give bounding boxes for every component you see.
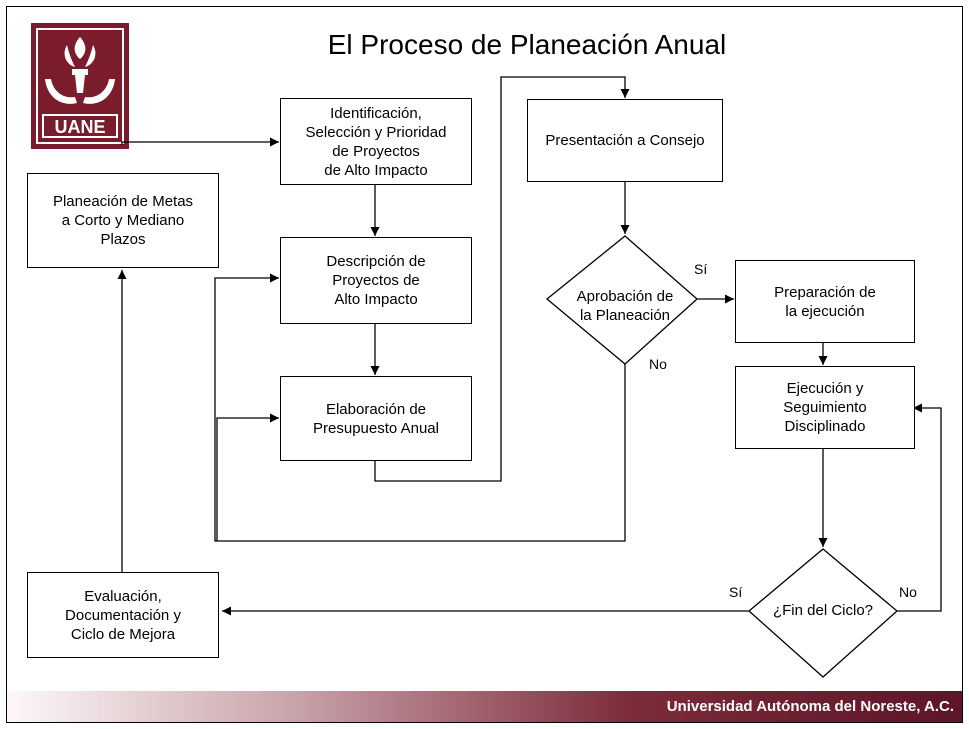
uane-logo: UANE — [31, 23, 129, 149]
slide: UANE El Proceso de Planeación Anual — [6, 6, 963, 723]
box-planeacion-metas: Planeación de Metas a Corto y Mediano Pl… — [27, 173, 219, 268]
box-identificacion: Identificación, Selección y Prioridad de… — [280, 98, 472, 185]
page-title: El Proceso de Planeación Anual — [327, 29, 727, 60]
box-presentacion: Presentación a Consejo — [527, 99, 723, 182]
box-preparacion: Preparación de la ejecución — [735, 260, 915, 343]
label-si-fin: Sí — [729, 584, 743, 600]
box-ejecucion: Ejecución y Seguimiento Disciplinado — [735, 366, 915, 449]
arrow-metas-to-identificacion — [121, 137, 279, 147]
box-evaluacion: Evaluación, Documentación y Ciclo de Mej… — [27, 572, 219, 658]
flow-connectors — [117, 76, 942, 678]
arrow-fin-no — [897, 403, 942, 612]
diamond-aprobacion-label: Aprobación de la Planeación — [576, 288, 674, 324]
diamond-aprobacion — [545, 235, 698, 365]
arrow-elaboracion-to-presentacion — [374, 76, 630, 482]
footer-text: Universidad Autónoma del Noreste, A.C. — [666, 698, 954, 715]
label-no-aprobacion: No — [649, 356, 667, 372]
arrow-loop-to-elaboracion — [216, 413, 279, 541]
box-descripcion: Descripción de Proyectos de Alto Impacto — [280, 237, 472, 324]
box-elaboracion: Elaboración de Presupuesto Anual — [280, 376, 472, 461]
uane-emblem-icon: UANE — [36, 28, 124, 144]
diamond-fin-ciclo — [748, 548, 898, 678]
label-si-aprobacion: Sí — [694, 261, 708, 277]
label-no-fin: No — [899, 584, 917, 600]
footer-bar: Universidad Autónoma del Noreste, A.C. — [7, 691, 962, 722]
diamond-fin-ciclo-label: ¿Fin del Ciclo? — [772, 602, 874, 619]
arrow-aprobacion-no-loop — [214, 273, 626, 542]
svg-text:UANE: UANE — [54, 117, 105, 137]
